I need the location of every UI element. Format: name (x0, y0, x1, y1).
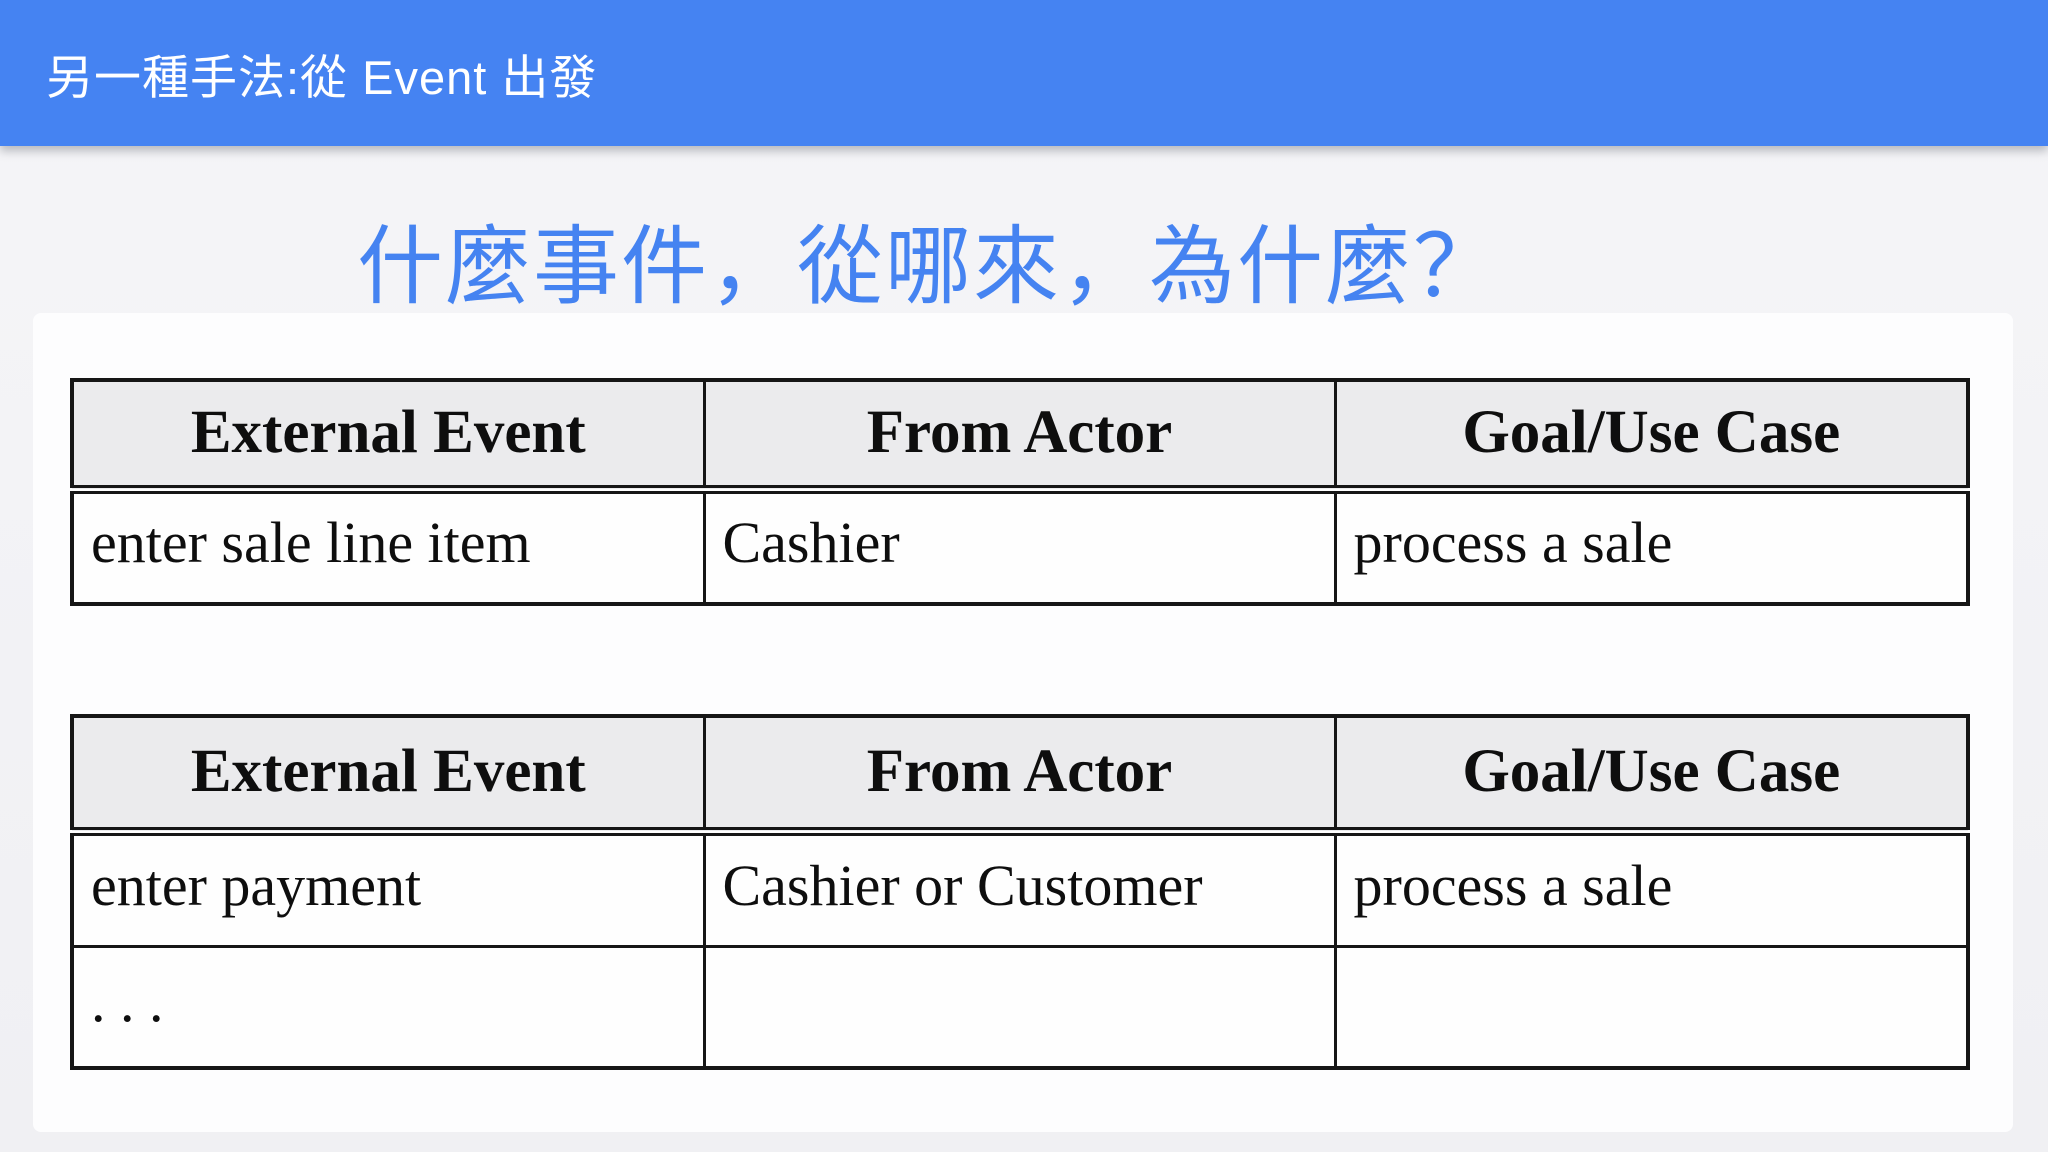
table-2-col-header-from-actor: From Actor (702, 714, 1337, 836)
table-1-col-header-external-event: External Event (70, 378, 706, 494)
table-2-cell-actor: Cashier or Customer (702, 829, 1337, 948)
top-bar: 另一種手法:從 Event 出發 (0, 0, 2048, 146)
table-row: . . . (70, 944, 1970, 1070)
slide-title: 什麼事件，從哪來，為什麼？ (357, 219, 1501, 315)
table-2-cell-event-ellipsis: . . . (70, 944, 706, 1070)
table-2-cell-event: enter payment (70, 829, 706, 948)
table-1-cell-actor: Cashier (702, 487, 1337, 606)
table-1-cell-goal: process a sale (1333, 487, 1970, 606)
top-bar-title: 另一種手法:從 Event 出發 (46, 50, 598, 104)
table-1-col-header-goal-use-case: Goal/Use Case (1333, 378, 1970, 494)
table-2-cell-goal: process a sale (1333, 829, 1970, 948)
table-2-cell-goal-empty (1333, 944, 1970, 1070)
table-1-header-row: External Event From Actor Goal/Use Case (70, 378, 1970, 494)
event-table-1: External Event From Actor Goal/Use Case … (70, 378, 1970, 606)
event-table-2: External Event From Actor Goal/Use Case … (70, 714, 1970, 1070)
table-2-cell-actor-empty (702, 944, 1337, 1070)
table-row: enter payment Cashier or Customer proces… (70, 829, 1970, 948)
table-2-col-header-external-event: External Event (70, 714, 706, 836)
table-1-col-header-from-actor: From Actor (702, 378, 1337, 494)
table-1-cell-event: enter sale line item (70, 487, 706, 606)
table-2-header-row: External Event From Actor Goal/Use Case (70, 714, 1970, 836)
slide-title-wrap: 什麼事件，從哪來，為什麼？ (0, 196, 1858, 321)
table-2-col-header-goal-use-case: Goal/Use Case (1333, 714, 1970, 836)
table-row: enter sale line item Cashier process a s… (70, 487, 1970, 606)
